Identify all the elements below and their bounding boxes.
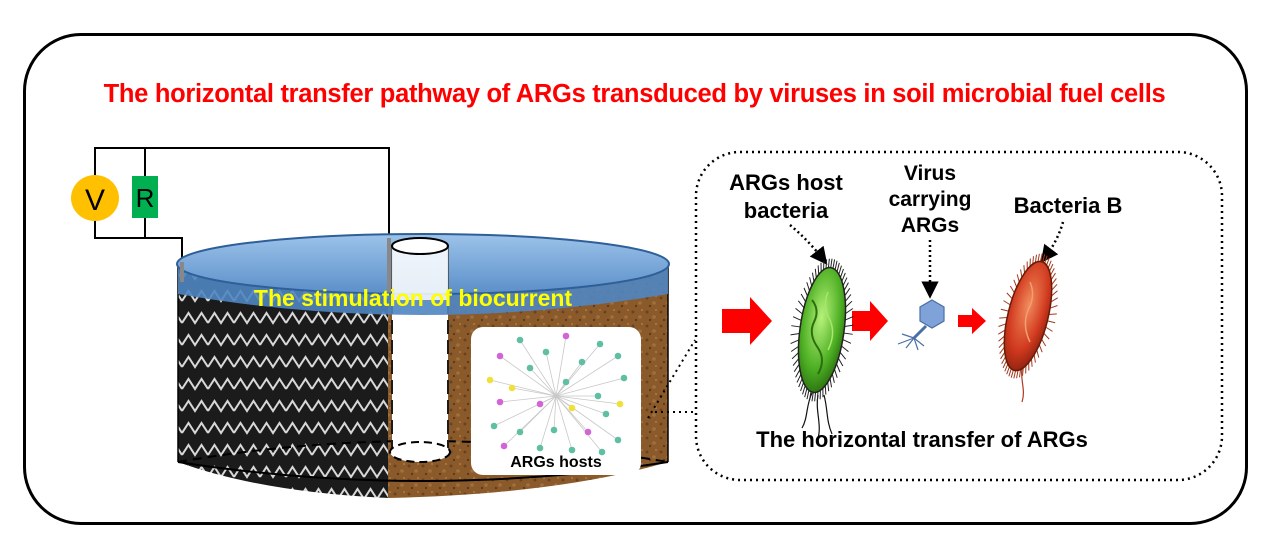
stimulation-label: The stimulation of biocurrent <box>254 285 573 311</box>
network-node <box>526 364 534 372</box>
network-node <box>516 428 524 436</box>
transfer-caption: The horizontal transfer of ARGs <box>756 427 1088 452</box>
voltmeter: V <box>71 175 119 221</box>
network-node <box>542 348 550 356</box>
network-node <box>490 422 498 430</box>
network-node <box>594 392 602 400</box>
network-node <box>616 400 624 408</box>
network-node <box>550 426 558 434</box>
network-node <box>536 400 544 408</box>
network-node <box>578 358 586 366</box>
network-edges <box>489 335 625 453</box>
network-node <box>602 410 610 418</box>
network-nodes <box>486 332 628 456</box>
anode-mesh <box>178 264 388 498</box>
network-node <box>562 378 570 386</box>
bacteria-b-label: Bacteria B <box>1014 193 1123 218</box>
network-node <box>614 436 622 444</box>
network-node <box>516 336 524 344</box>
network-node <box>598 448 606 456</box>
network-node <box>508 384 516 392</box>
circuit: V R <box>71 147 390 262</box>
transfer-panel: ARGs host bacteria Virus carrying ARGs B… <box>694 150 1224 482</box>
network-node <box>496 352 504 360</box>
network-node <box>486 376 494 384</box>
network-node <box>536 444 544 452</box>
network-caption: ARGs hosts <box>510 454 602 471</box>
network-node <box>596 340 604 348</box>
resistor-label: R <box>136 183 155 213</box>
virus-label-line1: Virus <box>904 162 956 185</box>
network-inset: ARGs hosts <box>471 327 641 475</box>
host-bacterium <box>790 258 854 439</box>
outer-frame <box>23 33 1248 525</box>
network-node <box>614 352 622 360</box>
virus-label-line3: ARGs <box>901 214 959 237</box>
host-label-line2: bacteria <box>744 198 829 223</box>
transfer-arrow-2 <box>852 301 888 341</box>
transfer-arrow-3 <box>958 308 986 334</box>
voltmeter-label: V <box>85 184 105 217</box>
host-label-line1: ARGs host <box>729 170 843 195</box>
virus-label-line2: carrying <box>889 188 972 211</box>
resistor: R <box>132 176 158 218</box>
network-node <box>496 398 504 406</box>
network-node <box>620 374 628 382</box>
network-node <box>568 446 576 454</box>
network-node <box>500 442 508 450</box>
transfer-arrow-1 <box>722 297 772 345</box>
network-node <box>568 404 576 412</box>
virus-phage <box>897 299 945 351</box>
bacteria-b <box>998 253 1058 403</box>
diagram-title: The horizontal transfer pathway of ARGs … <box>103 80 1166 108</box>
network-node <box>584 428 592 436</box>
network-node <box>562 332 570 340</box>
